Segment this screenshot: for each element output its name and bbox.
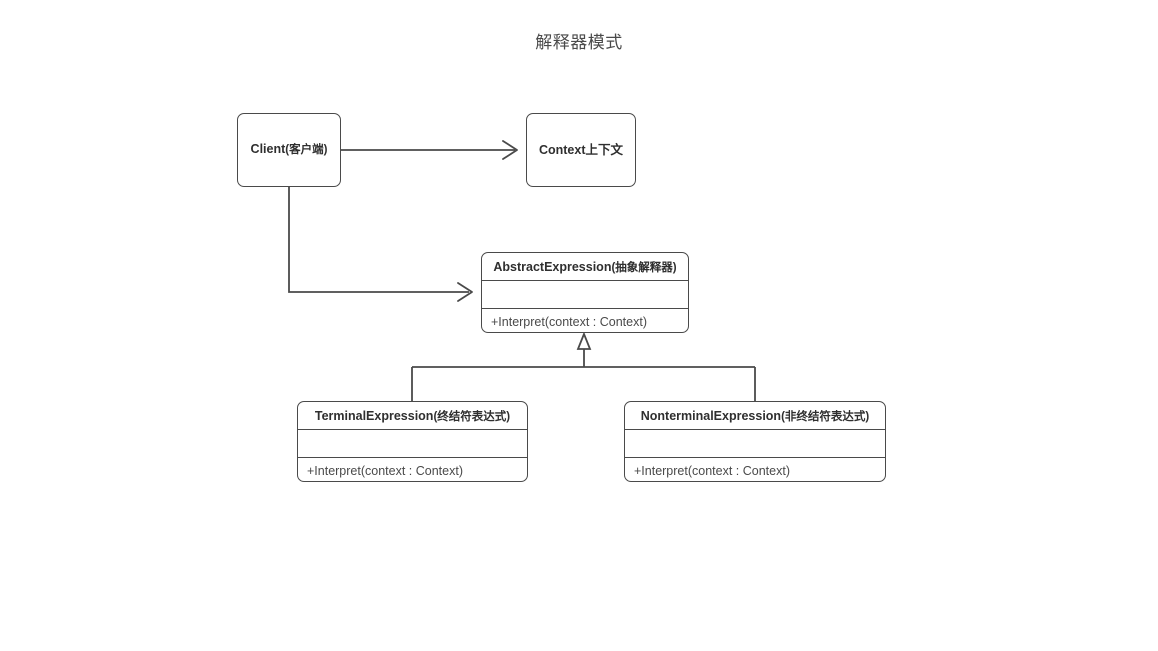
node-context-label: Context上下文: [539, 143, 623, 158]
edge-client-to-context: [341, 140, 518, 160]
edge-generalization-tree: [411, 331, 756, 401]
node-terminal-expression-method: +Interpret(context : Context): [307, 463, 463, 478]
node-context-name: Context: [538, 142, 586, 157]
edge-client-to-abstract-expression: [288, 187, 473, 302]
node-terminal-expression-attributes: [298, 430, 527, 458]
node-nonterminal-expression-method: +Interpret(context : Context): [634, 463, 790, 478]
node-terminal-expression-cn: (终结符表达式): [433, 410, 511, 423]
node-nonterminal-expression-header: NonterminalExpression(非终结符表达式): [625, 402, 885, 430]
node-nonterminal-expression-name: NonterminalExpression: [640, 408, 782, 423]
node-context[interactable]: Context上下文: [526, 113, 636, 187]
page-title: 解释器模式: [535, 33, 623, 52]
node-nonterminal-expression-cn: (非终结符表达式): [781, 410, 870, 423]
node-client-label: Client(客户端): [251, 142, 328, 158]
node-context-cn: 上下文: [585, 142, 624, 157]
node-abstract-expression-cn: (抽象解释器): [611, 261, 677, 274]
open-arrowhead-icon: [502, 140, 518, 160]
node-terminal-expression-name: TerminalExpression: [314, 408, 434, 423]
node-terminal-expression-header: TerminalExpression(终结符表达式): [298, 402, 527, 430]
node-abstract-expression-header: AbstractExpression(抽象解释器): [482, 253, 688, 281]
node-client-cn: (客户端): [285, 144, 328, 157]
node-terminal-expression[interactable]: TerminalExpression(终结符表达式) +Interpret(co…: [297, 401, 528, 482]
node-nonterminal-expression[interactable]: NonterminalExpression(非终结符表达式) +Interpre…: [624, 401, 886, 482]
node-abstract-expression-attributes: [482, 281, 688, 309]
node-client[interactable]: Client(客户端): [237, 113, 341, 187]
node-nonterminal-expression-attributes: [625, 430, 885, 458]
open-arrowhead-icon: [457, 282, 473, 302]
hollow-triangle-arrowhead-icon: [576, 331, 592, 350]
node-abstract-expression-name: AbstractExpression: [493, 259, 612, 274]
node-abstract-expression-method: +Interpret(context : Context): [491, 314, 647, 329]
node-client-name: Client: [250, 142, 286, 157]
node-abstract-expression[interactable]: AbstractExpression(抽象解释器) +Interpret(con…: [481, 252, 689, 333]
